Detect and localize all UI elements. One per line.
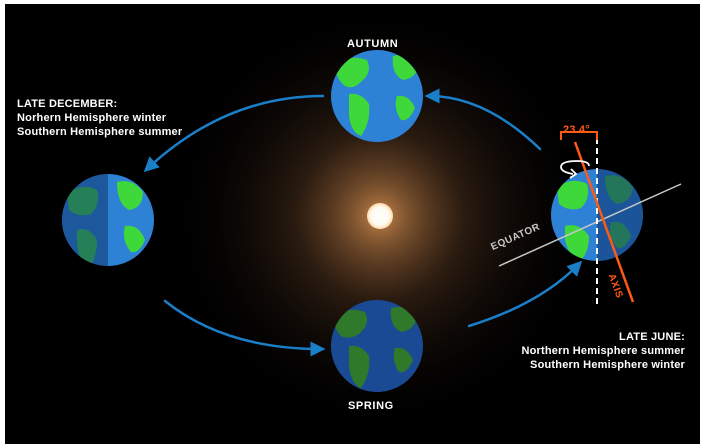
late-june-line-2: Southern Hemisphere winter [530, 359, 685, 371]
late-june-caption: LATE JUNE: Northern Hemisphere summer So… [483, 330, 685, 372]
late-june-line-1: Northern Hemisphere summer [521, 345, 685, 357]
late-december-line-1: Norhern Hemisphere winter [17, 112, 167, 124]
tilt-angle-bracket [560, 131, 598, 140]
diagram-canvas: AUTUMN SPRING LATE DECEMBER: Norhern Hem… [5, 4, 700, 444]
late-december-line-2: Southern Hemisphere summer [17, 126, 183, 138]
orbit-arrow-autumn-to-december [143, 94, 325, 173]
orbit-arrow-spring-to-june [467, 260, 583, 328]
orbit-arrow-june-to-autumn [424, 88, 542, 151]
orbit-arrow-december-to-spring [163, 299, 326, 357]
tilt-angle-label: 23.4° [563, 124, 590, 136]
season-label-spring: SPRING [348, 400, 394, 412]
season-label-autumn: AUTUMN [347, 38, 399, 50]
rotation-arrow-icon [560, 160, 590, 179]
earth-spring [331, 300, 423, 392]
axis-line [573, 141, 635, 303]
sun-core [367, 203, 393, 229]
orbit-arrows [143, 88, 583, 357]
earth-orbit-diagram [62, 4, 682, 431]
late-june-title: LATE JUNE: [619, 331, 685, 343]
equator-line [498, 183, 682, 267]
late-december-caption: LATE DECEMBER: Norhern Hemisphere winter… [17, 97, 182, 139]
earth-autumn [331, 50, 423, 142]
earth-late-december [62, 174, 154, 266]
late-december-title: LATE DECEMBER: [17, 98, 118, 110]
